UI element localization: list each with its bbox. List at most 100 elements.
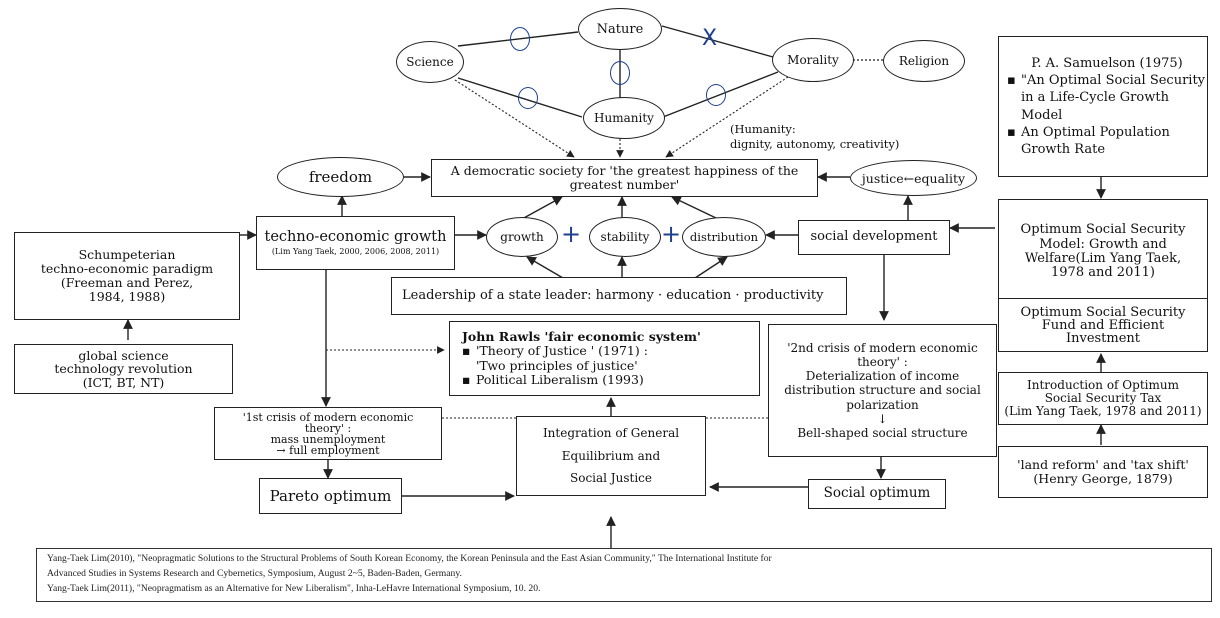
rawls-item-2: Political Liberalism (1993) (462, 371, 648, 388)
symbol-circle-nature-humanity (610, 61, 630, 85)
node-growth-label: growth (500, 230, 544, 244)
node-morality-label: Morality (787, 53, 839, 67)
land-reform-line-2: (Henry George, 1879) (1033, 471, 1173, 486)
node-optimum-tax: Introduction of Optimum Social Security … (998, 372, 1208, 425)
schumpeterian-line-2: techno-economic paradigm (40, 261, 214, 276)
node-distribution-label: distribution (689, 230, 759, 244)
node-first-crisis: '1st crisis of modern economic theory' :… (214, 407, 442, 460)
second-crisis-line-7: Bell-shaped social structure (797, 425, 968, 440)
schumpeterian-line-4: 1984, 1988) (88, 289, 166, 304)
node-growth: growth (486, 217, 558, 257)
node-rawls: John Rawls 'fair economic system' 'Theor… (449, 321, 760, 396)
node-science-label: Science (406, 55, 454, 69)
first-crisis-line-1: '1st crisis of modern economic (242, 410, 414, 424)
second-crisis-line-5: polarization (846, 397, 919, 412)
samuelson-title: P. A. Samuelson (1975) (1031, 55, 1183, 71)
integration-line-3: Social Justice (570, 471, 652, 486)
node-land-reform: 'land reform' and 'tax shift' (Henry Geo… (998, 446, 1208, 498)
humanity-note-line-1: (Humanity: (730, 122, 796, 136)
node-stability: stability (589, 217, 661, 257)
second-crisis-line-3: Deterialization of income (805, 369, 960, 384)
node-integration: Integration of General Equilibrium and S… (516, 416, 706, 496)
plus-icon-2: + (661, 220, 682, 248)
node-freedom: freedom (277, 157, 404, 197)
schumpeterian-line-3: (Freeman and Perez, (60, 275, 194, 290)
arrow-leadership-growth (526, 256, 564, 279)
node-social-development: social development (798, 220, 950, 255)
node-humanity-label: Humanity (594, 111, 654, 125)
down-arrow-icon: ↓ (877, 411, 888, 426)
samuelson-item-2: An Optimal Population Growth Rate (1007, 124, 1207, 159)
second-crisis-line-2: theory' : (857, 355, 908, 370)
rawls-item-1-line-1: 'Theory of Justice ' (1971) : (476, 343, 648, 359)
node-nature: Nature (578, 8, 662, 50)
samuelson-item-1: "An Optimal Social Security in a Life-Cy… (1007, 72, 1207, 124)
first-crisis-line-4: → full employment (276, 443, 380, 457)
node-leadership: Leadership of a state leader: harmony · … (391, 277, 847, 315)
optimum-model-line-1: Optimum Social Security (1020, 222, 1186, 238)
rawls-item-1: 'Theory of Justice ' (1971) : 'Two princ… (462, 343, 648, 373)
node-schumpeterian: Schumpeterian techno-economic paradigm (… (14, 232, 240, 320)
node-global-revolution: global science technology revolution (IC… (14, 344, 233, 394)
integration-line-2: Equilibrium and (561, 448, 661, 463)
node-democratic-society: A democratic society for 'the greatest h… (431, 159, 818, 197)
plus-icon-1: + (561, 220, 582, 248)
humanity-note-line-2: dignity, autonomy, creativity) (730, 136, 900, 151)
social-development-label: social development (810, 229, 938, 245)
arrow-growth-society (521, 196, 563, 220)
humanity-note: (Humanity: dignity, autonomy, creativity… (730, 122, 899, 152)
node-distribution: distribution (682, 217, 766, 257)
optimum-model-line-4: 1978 and 2011) (1051, 265, 1155, 281)
optimum-model-line-3: Welfare(Lim Yang Taek, (1024, 251, 1182, 266)
node-samuelson: P. A. Samuelson (1975) "An Optimal Socia… (998, 36, 1208, 177)
optimum-tax-line-3: (Lim Yang Taek, 1978 and 2011) (1004, 404, 1202, 419)
symbol-circle-humanity-morality (706, 84, 726, 106)
global-revolution-line-1: global science (78, 348, 169, 364)
optimum-model-line-2: Model: Growth and (1039, 236, 1167, 252)
first-crisis-line-3: mass unemployment (270, 432, 386, 446)
symbol-circle-science-nature (510, 27, 530, 51)
first-crisis-line-2: theory' : (304, 421, 352, 435)
rawls-item-2-line-1: Political Liberalism (1993) (476, 371, 644, 387)
social-optimum-label: Social optimum (823, 485, 931, 502)
node-pareto-optimum: Pareto optimum (259, 478, 402, 514)
optimum-tax-line-1: Introduction of Optimum (1027, 377, 1179, 392)
symbol-circle-science-humanity (518, 87, 538, 109)
pareto-optimum-label: Pareto optimum (269, 486, 392, 505)
second-crisis-line-4: distribution structure and social (784, 383, 981, 398)
techno-growth-cite: (Lim Yang Taek, 2000, 2006, 2008, 2011) (271, 247, 440, 257)
land-reform-line-1: 'land reform' and 'tax shift' (1017, 456, 1189, 472)
node-freedom-label: freedom (308, 168, 373, 186)
integration-line-1: Integration of General (542, 425, 680, 440)
reference-line-2: Advanced Studies in Systems Research and… (47, 567, 462, 579)
references-box: Yang-Taek Lim(2010), "Neopragmatic Solut… (36, 548, 1212, 602)
node-techno-economic-growth: techno-economic growth (Lim Yang Taek, 2… (256, 216, 455, 270)
democratic-society-line-1: A democratic society for 'the greatest h… (450, 163, 799, 178)
optimum-tax-line-2: Social Security Tax (1044, 390, 1162, 405)
arrow-leadership-distribution (694, 256, 728, 279)
reference-line-3: Yang-Taek Lim(2011), "Neopragmatism as a… (47, 582, 541, 594)
symbol-cross-nature-morality: X (702, 26, 718, 51)
node-justice-equality-label: justice←equality (861, 170, 966, 186)
dotted-science-society (454, 79, 575, 158)
node-religion: Religion (883, 40, 965, 82)
edge-nature-morality (661, 25, 774, 58)
node-science: Science (396, 41, 464, 83)
node-nature-label: Nature (596, 21, 644, 37)
node-optimum-fund: Optimum Social Security Fund and Efficie… (998, 298, 1208, 352)
democratic-society-line-2: greatest number' (569, 177, 680, 192)
schumpeterian-line-1: Schumpeterian (78, 247, 176, 262)
node-humanity: Humanity (583, 97, 665, 139)
techno-growth-title: techno-economic growth (264, 228, 447, 245)
global-revolution-line-2: technology revolution (54, 361, 193, 377)
global-revolution-line-3: (ICT, BT, NT) (82, 374, 165, 390)
node-morality: Morality (772, 38, 854, 82)
arrow-distribution-society (671, 196, 717, 219)
second-crisis-line-1: '2nd crisis of modern economic (787, 340, 978, 355)
node-social-optimum: Social optimum (808, 479, 946, 509)
node-stability-label: stability (600, 230, 650, 244)
node-optimum-model: Optimum Social Security Model: Growth an… (998, 199, 1208, 305)
node-second-crisis: '2nd crisis of modern economic theory' :… (768, 324, 997, 457)
rawls-item-1-line-2: 'Two principles of justice' (476, 357, 638, 373)
leadership-label: Leadership of a state leader: harmony · … (402, 287, 824, 303)
